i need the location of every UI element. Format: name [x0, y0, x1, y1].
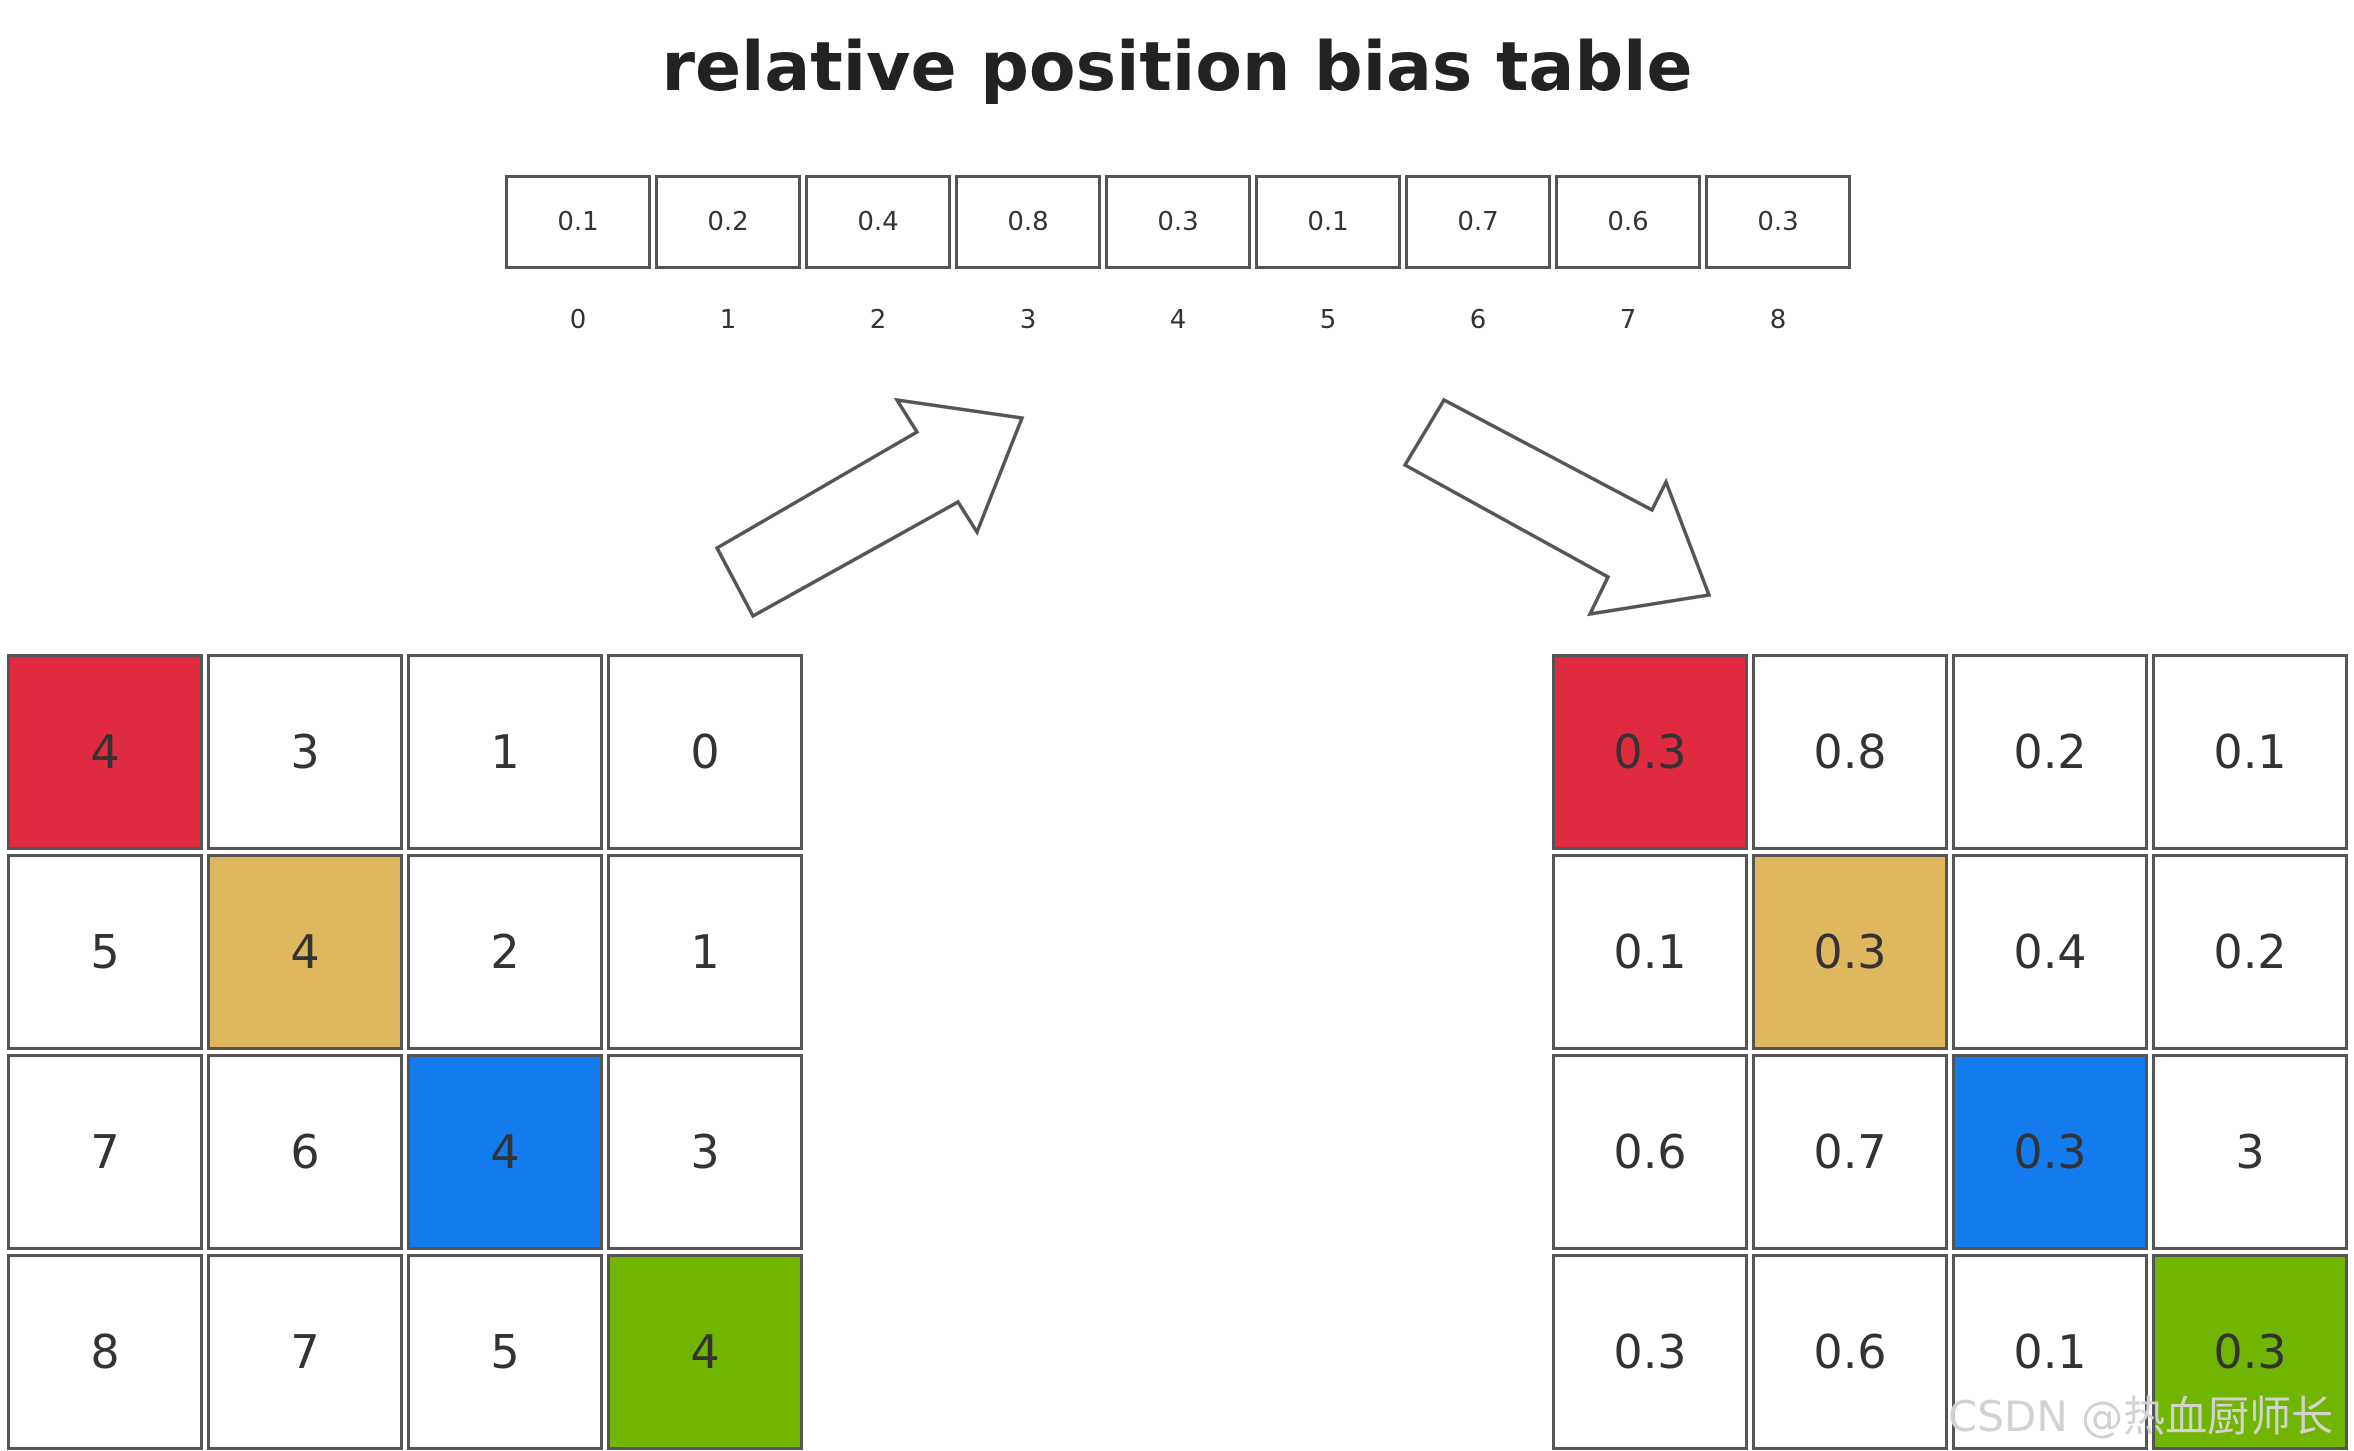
bias-grid-cell: 0.3	[1552, 654, 1748, 850]
index-grid-cell: 4	[7, 654, 203, 850]
bias-table-index-label: 6	[1469, 305, 1487, 335]
bias-grid-cell: 0.3	[1752, 854, 1948, 1050]
arrow-up-right	[714, 397, 1025, 619]
index-grid-cell: 8	[7, 1254, 203, 1450]
bias-table-index-label: 8	[1769, 305, 1787, 335]
diagram-title: relative position bias table	[661, 28, 1693, 107]
bias-table-cell: 0.3	[1705, 175, 1851, 269]
arrow-down-right	[1402, 397, 1712, 617]
index-grid-cell: 6	[207, 1054, 403, 1250]
bias-table-cell: 0.1	[1255, 175, 1401, 269]
index-grid-cell: 7	[7, 1054, 203, 1250]
bias-table-cell: 0.8	[955, 175, 1101, 269]
index-grid-cell: 5	[407, 1254, 603, 1450]
bias-grid-cell: 0.3	[1552, 1254, 1748, 1450]
index-grid-cell: 7	[207, 1254, 403, 1450]
index-grid-cell: 0	[607, 654, 803, 850]
watermark: CSDN @热血厨师长	[1948, 1392, 2334, 1441]
bias-table-cell: 0.4	[805, 175, 951, 269]
bias-grid-cell: 0.1	[1952, 1254, 2148, 1450]
index-grid-cell: 3	[607, 1054, 803, 1250]
bias-table-cell: 0.2	[655, 175, 801, 269]
bias-grid-cell: 0.2	[1952, 654, 2148, 850]
bias-table-cell: 0.1	[505, 175, 651, 269]
bias-grid-cell: 0.4	[1952, 854, 2148, 1050]
bias-grid-cell: 0.8	[1752, 654, 1948, 850]
index-grid-cell: 4	[207, 854, 403, 1050]
bias-table-indices: 0 1 2 3 4 5 6 7 8	[505, 305, 1851, 335]
bias-grid-cell: 0.1	[2152, 654, 2348, 850]
bias-table-index-label: 3	[1019, 305, 1037, 335]
bias-grid-cell: 0.2	[2152, 854, 2348, 1050]
bias-grid-cell: 0.7	[1752, 1054, 1948, 1250]
bias-table-index-label: 2	[869, 305, 887, 335]
bias-grid-cell: 0.3	[2152, 1254, 2348, 1450]
index-grid-cell: 3	[207, 654, 403, 850]
bias-table-index-label: 4	[1169, 305, 1187, 335]
bias-table-index-label: 7	[1619, 305, 1637, 335]
index-grid-cell: 5	[7, 854, 203, 1050]
index-grid-cell: 4	[407, 1054, 603, 1250]
bias-grid-cell: 0.3	[1952, 1054, 2148, 1250]
bias-table-index-label: 0	[569, 305, 587, 335]
bias-table-cell: 0.3	[1105, 175, 1251, 269]
bias-table-index-label: 5	[1319, 305, 1337, 335]
bias-table-cell: 0.7	[1405, 175, 1551, 269]
bias-grid-cell: 0.6	[1752, 1254, 1948, 1450]
index-grid-cell: 1	[607, 854, 803, 1050]
bias-grid-cell: 0.6	[1552, 1054, 1748, 1250]
index-grid-cell: 1	[407, 654, 603, 850]
index-grid-cell: 2	[407, 854, 603, 1050]
index-grid-cell: 4	[607, 1254, 803, 1450]
bias-grid-cell: 0.1	[1552, 854, 1748, 1050]
bias-grid-cell: 3	[2152, 1054, 2348, 1250]
bias-table-index-label: 1	[719, 305, 737, 335]
bias-table-cell: 0.6	[1555, 175, 1701, 269]
